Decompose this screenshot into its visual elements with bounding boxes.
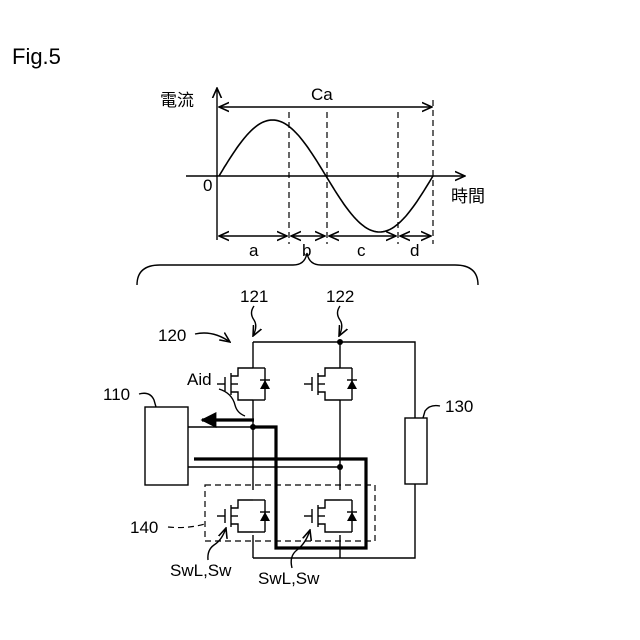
switch-upper-right bbox=[304, 368, 357, 400]
junction-dot bbox=[250, 424, 256, 430]
load-box bbox=[405, 418, 427, 484]
interval-a-label: a bbox=[249, 241, 259, 260]
current-leader bbox=[219, 389, 245, 416]
x-axis-label: 時間 bbox=[451, 187, 485, 206]
origin-label: 0 bbox=[203, 176, 212, 195]
y-axis-label: 電流 bbox=[160, 91, 194, 110]
switch-1-leader bbox=[208, 528, 226, 560]
interval-c-label: c bbox=[357, 241, 366, 260]
interval-b-label: b bbox=[302, 241, 311, 260]
leg-1-leader bbox=[252, 306, 256, 336]
leg-1-label: 121 bbox=[240, 287, 268, 306]
top-rail bbox=[253, 342, 415, 418]
bridge-leader bbox=[195, 333, 230, 342]
junction-dot bbox=[337, 339, 343, 345]
switch-group-leader bbox=[168, 524, 205, 528]
load-label: 130 bbox=[445, 397, 473, 416]
motor-label: 110 bbox=[103, 385, 130, 404]
period-label: Ca bbox=[311, 85, 333, 104]
circuit: 110 130 120 121 122 Aid bbox=[103, 287, 473, 588]
leg-2-label: 122 bbox=[326, 287, 354, 306]
switch-lower-left bbox=[217, 500, 270, 532]
switch-upper-left bbox=[217, 368, 270, 400]
waveform-graph: 電流 時間 0 Ca a b c d bbox=[137, 85, 485, 285]
current-label: Aid bbox=[187, 370, 212, 389]
switch-2-label: SwL,Sw bbox=[258, 569, 320, 588]
motor-leader bbox=[139, 393, 156, 407]
figure-title: Fig.5 bbox=[12, 44, 61, 69]
leg-2-leader bbox=[338, 306, 342, 336]
switch-group-label: 140 bbox=[130, 518, 158, 537]
interval-d-label: d bbox=[410, 241, 419, 260]
bridge-label: 120 bbox=[158, 326, 186, 345]
motor-box bbox=[145, 407, 188, 485]
load-leader bbox=[423, 406, 440, 418]
junction-dot bbox=[337, 464, 343, 470]
switch-lower-right bbox=[304, 500, 357, 532]
switch-1-label: SwL,Sw bbox=[170, 561, 232, 580]
